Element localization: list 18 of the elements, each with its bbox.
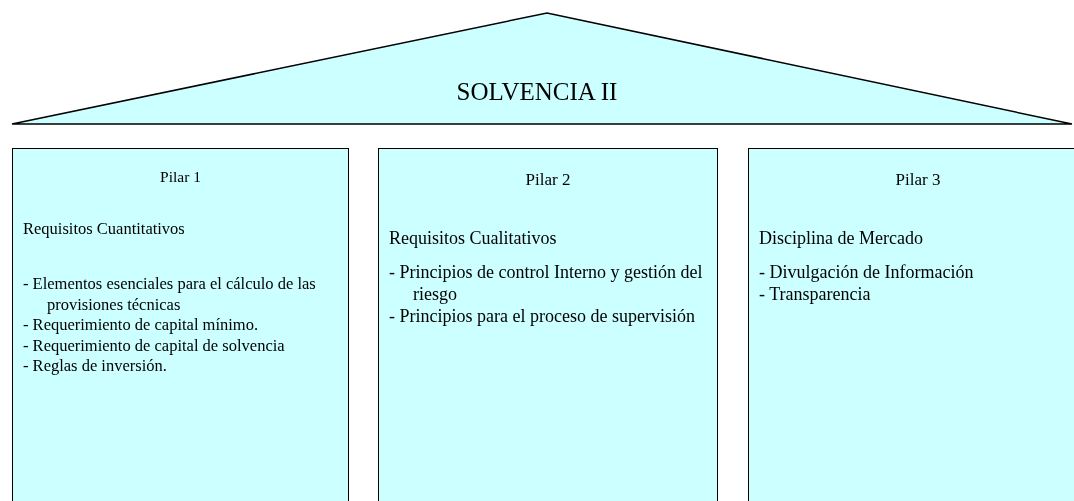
pillar-box (378, 148, 718, 501)
pillar-box (12, 148, 349, 501)
bullet-item: - Requerimiento de capital mínimo. (23, 315, 260, 336)
pillar-heading: Pilar 2 (524, 169, 572, 191)
bullet-item: - Requerimiento de capital de solvencia (23, 335, 286, 356)
pillar-subtitle: Requisitos Cualitativos (389, 227, 557, 249)
bullet-item: - Elementos esenciales para el cálculo de las provisiones técnicas (23, 274, 317, 315)
roof-title: SOLVENCIA II (456, 78, 618, 106)
pillar-subtitle: Disciplina de Mercado (759, 227, 923, 249)
pillar-subtitle: Requisitos Cuantitativos (23, 219, 185, 240)
pillar-heading: Pilar 3 (894, 169, 942, 191)
bullet-item: - Principios de control Interno y gestión del riesgo (389, 261, 703, 305)
bullet-item: - Divulgación de Información (759, 261, 975, 283)
pillar-heading: Pilar 1 (159, 167, 202, 187)
bullet-item: - Transparencia (759, 283, 872, 305)
bullet-item: - Reglas de inversión. (23, 356, 168, 377)
pillar-box (748, 148, 1074, 501)
bullet-item: - Principios para el proceso de supervisión (389, 305, 696, 327)
